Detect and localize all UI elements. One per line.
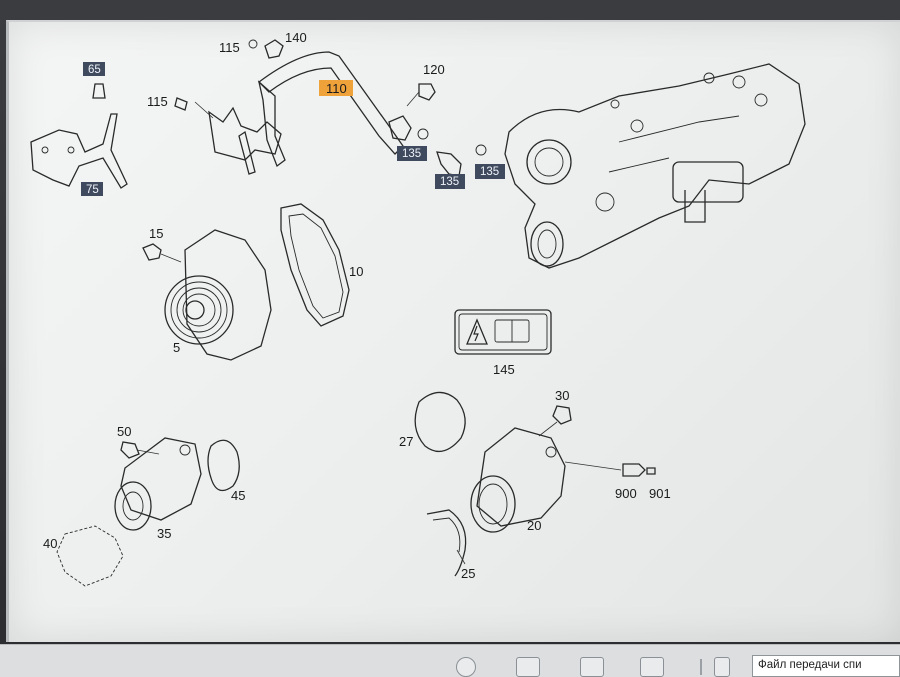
callout-45: 45 [231,488,245,503]
bolt-30 [552,405,572,425]
tag-65: 65 [88,64,101,76]
toolbar-separator [700,659,702,675]
seal-ring-27: 27 [399,391,466,453]
taskbar: Файл передачи спи [0,644,900,677]
pump-housing-lower: 50 35 45 40 [43,424,245,587]
search-icon[interactable] [456,657,476,677]
parts-diagram: 65 75 115 140 [30,30,806,587]
sensor-900 [622,463,646,477]
bolt-50 [120,441,140,459]
callout-27: 27 [399,434,413,449]
callout-30: 30 [555,388,569,403]
callout-40: 40 [43,536,57,551]
pipe-bracket [208,106,282,161]
tag-75-box [81,182,103,196]
edit-icon[interactable] [640,657,664,677]
callout-115-top: 115 [219,40,240,55]
tag-75: 75 [86,184,99,196]
callout-140: 140 [285,30,307,45]
hose-connector [436,151,462,177]
callout-35: 35 [157,526,171,541]
parts-diagram-viewport: 65 75 115 140 [6,20,900,642]
callout-50: 50 [117,424,131,439]
tag-135-b: 135 [440,176,459,188]
hazard-triangle-icon [466,318,488,345]
bracket-part [30,113,128,189]
bolt-15 [142,243,162,261]
gasket-40 [56,525,124,587]
seal-45 [207,439,240,492]
callout-120: 120 [423,62,445,77]
warning-label-145: 145 [454,309,552,377]
coolant-pipe-assembly: 115 140 110 115 120 135 135 135 [147,30,505,189]
callout-15: 15 [149,226,163,241]
document-icon[interactable] [516,657,540,677]
file-transfer-field[interactable]: Файл передачи спи [752,655,900,677]
gasket-10: 10 [280,203,363,327]
tag-135-b-box [435,174,465,189]
pipe-fitting [388,115,412,141]
callout-145: 145 [493,362,515,377]
tag-65-box [83,62,105,76]
callout-10: 10 [349,264,363,279]
callout-25: 25 [461,566,475,581]
tag-135-c-box [475,164,505,179]
tag-135-a-box [397,146,427,161]
clip-25: 25 [426,509,475,581]
callout-110: 110 [326,81,347,96]
callout-20: 20 [527,518,541,533]
clamp-140 [264,39,284,59]
callout-901: 901 [649,486,671,501]
tag-135-c: 135 [480,166,499,178]
pipe-110 [258,51,404,155]
connector-901 [646,467,656,475]
bracket-assembly: 65 75 [30,62,128,196]
engine-housing [504,63,806,269]
callout-900: 900 [615,486,637,501]
thermostat-housing: 30 900 901 20 [470,388,671,533]
callout-110-highlight [319,80,353,96]
clip-part [92,83,106,99]
callout-115-left: 115 [147,94,168,109]
check-icon[interactable] [714,657,730,677]
tag-135-a: 135 [402,148,421,160]
water-pump: 15 5 [142,226,272,361]
callout-5: 5 [173,340,180,355]
list-icon[interactable] [580,657,604,677]
bolt-120 [418,83,436,101]
